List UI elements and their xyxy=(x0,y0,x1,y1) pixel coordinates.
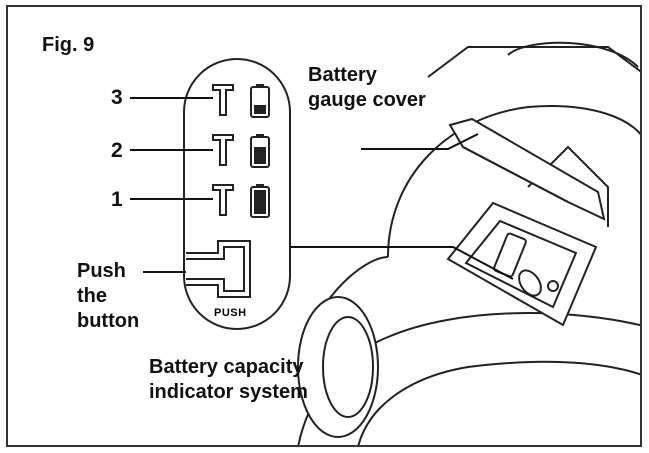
wheel-icon xyxy=(297,296,379,438)
push-button-callout: Push the button xyxy=(77,260,140,332)
tool-icon xyxy=(212,134,234,166)
push-button-text: PUSH xyxy=(214,307,247,319)
gauge-cover-callout: Battery gauge cover xyxy=(308,64,426,111)
push-button-icon xyxy=(186,240,251,298)
capacity-system-callout: Battery capacity indicator system xyxy=(149,356,308,403)
battery-icon xyxy=(250,184,270,218)
indicator-panel xyxy=(183,58,291,330)
tool-icon xyxy=(212,84,234,116)
leader-lines xyxy=(130,97,514,280)
figure-title: Fig. 9 xyxy=(42,34,95,56)
gauge-cover xyxy=(448,117,606,221)
level-3-label: 3 xyxy=(111,86,123,109)
battery-icon xyxy=(250,134,270,168)
gauge-well xyxy=(446,201,598,327)
level-1-label: 1 xyxy=(111,188,123,211)
tool-icon xyxy=(212,184,234,216)
level-2-label: 2 xyxy=(111,139,123,162)
battery-icon xyxy=(250,84,270,118)
figure-frame: Fig. 9 3 2 1 Battery gauge cover Push th… xyxy=(6,5,642,447)
diagram-svg xyxy=(130,41,640,445)
